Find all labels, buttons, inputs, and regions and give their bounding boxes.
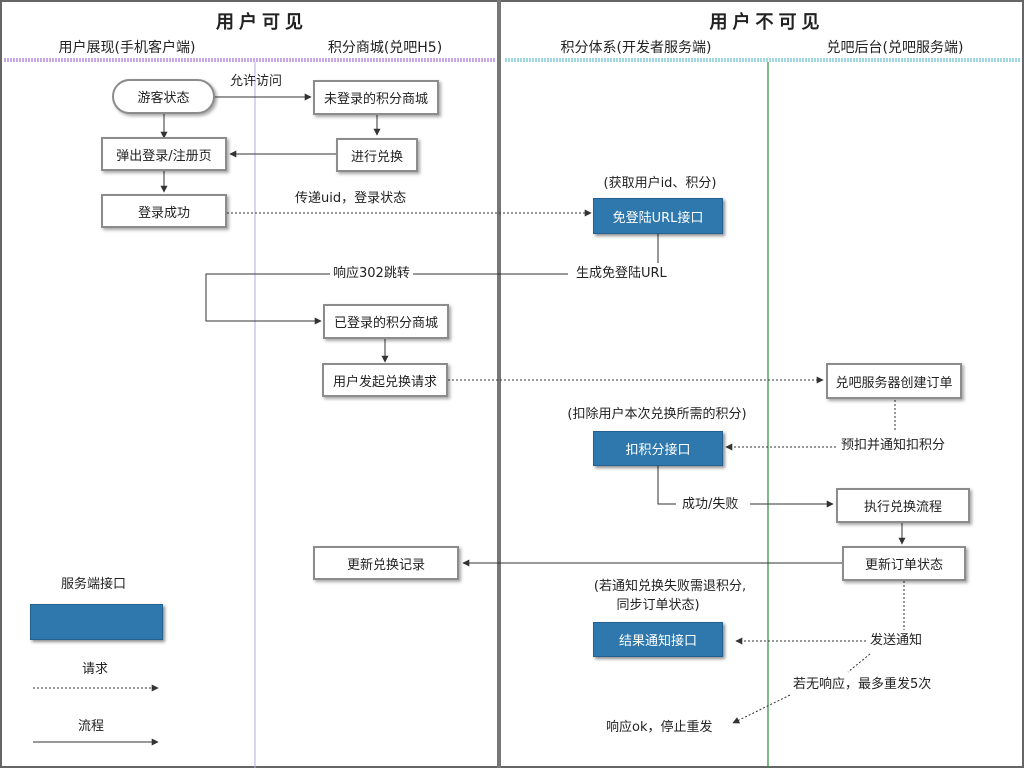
- lane-header-mall: 积分商城(兑吧H5): [327, 40, 443, 56]
- node-exec-flow: 执行兑换流程: [836, 488, 970, 523]
- node-user-request: 用户发起兑换请求: [322, 363, 448, 397]
- legend-api-swatch: [30, 604, 163, 640]
- lane-header-client: 用户展现(手机客户端): [58, 40, 196, 56]
- legend-request-label: 请求: [82, 662, 109, 677]
- label-send-notify: 发送通知: [867, 633, 926, 649]
- node-login-success: 登录成功: [101, 194, 227, 228]
- legend-flow-label: 流程: [78, 719, 105, 734]
- node-exchange: 进行兑换: [336, 138, 418, 172]
- edge-notify-to-retry: [847, 653, 871, 673]
- node-free-login-api: 免登陆URL接口: [593, 198, 723, 234]
- label-allow-access: 允许访问: [230, 74, 283, 89]
- edge-retry-to-stop: [732, 694, 791, 724]
- node-deduct-api: 扣积分接口: [593, 431, 723, 466]
- title-user-invisible: 用户不可见: [709, 12, 825, 33]
- label-redirect-302: 响应302跳转: [330, 266, 413, 282]
- node-guest-state: 游客状态: [112, 79, 215, 114]
- lane-header-points-system: 积分体系(开发者服务端): [560, 40, 712, 56]
- label-refund-note-1: (若通知兑换失败需退积分,: [593, 579, 747, 594]
- label-pass-uid: 传递uid，登录状态: [295, 191, 407, 206]
- label-stop-retry: 响应ok，停止重发: [606, 720, 713, 735]
- label-retry-5: 若无响应，最多重发5次: [790, 677, 935, 693]
- node-update-record: 更新兑换记录: [313, 546, 459, 580]
- edge-deduct-result: [657, 466, 676, 505]
- node-update-order: 更新订单状态: [842, 546, 966, 581]
- label-refund-note-2: 同步订单状态): [616, 598, 700, 613]
- node-create-order: 兑吧服务器创建订单: [826, 363, 962, 399]
- label-success-fail: 成功/失败: [679, 497, 742, 513]
- label-pre-deduct: 预扣并通知扣积分: [838, 438, 949, 454]
- node-login-popup: 弹出登录/注册页: [101, 137, 227, 171]
- legend-api-label: 服务端接口: [61, 577, 127, 592]
- node-mall-logged-in: 已登录的积分商城: [323, 304, 449, 339]
- label-deduct-note: (扣除用户本次兑换所需的积分): [567, 407, 747, 422]
- label-get-uid: (获取用户id、积分): [603, 176, 717, 191]
- node-mall-guest: 未登录的积分商城: [313, 80, 439, 115]
- lane-header-duiba-backend: 兑吧后台(兑吧服务端): [826, 40, 964, 56]
- node-result-api: 结果通知接口: [593, 622, 723, 657]
- title-user-visible: 用户可见: [216, 12, 308, 33]
- label-gen-free-login-url: 生成免登陆URL: [573, 266, 670, 282]
